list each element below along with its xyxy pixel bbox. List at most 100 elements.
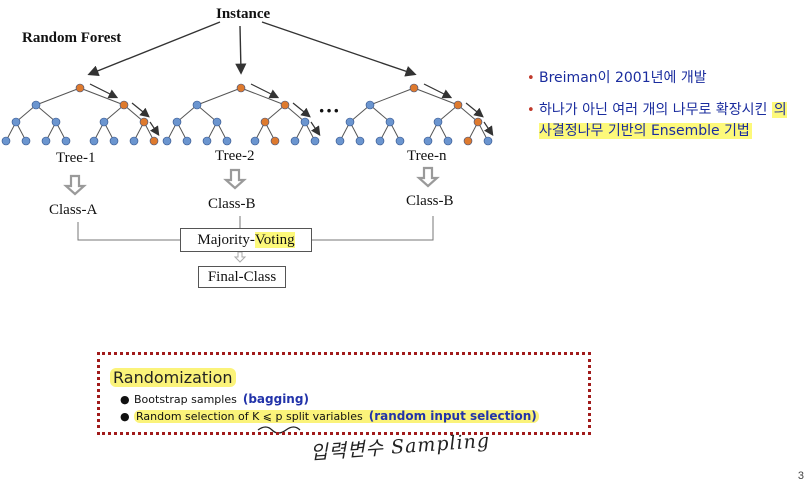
tree-edge	[413, 87, 459, 106]
tree-label: Tree-2	[215, 148, 255, 164]
tree-node	[119, 100, 129, 110]
tree-node	[409, 83, 419, 93]
tree-node	[172, 117, 182, 127]
tree-node	[109, 136, 119, 146]
instance-arrow	[261, 21, 417, 77]
tree-edge	[35, 87, 81, 106]
tree-node	[236, 83, 246, 93]
tree-node	[365, 100, 375, 110]
diagram-title: Random Forest	[22, 30, 122, 46]
tree-node	[61, 136, 71, 146]
tree-edge	[349, 104, 371, 123]
tree-node	[1, 136, 11, 146]
tree-node	[212, 117, 222, 127]
tree-edge	[103, 104, 125, 123]
class-label: Class-B	[406, 193, 454, 209]
class-label: Class-B	[208, 196, 256, 212]
bullet-dot: •	[527, 71, 535, 86]
tree-edge	[79, 87, 125, 106]
tree-edge	[284, 104, 306, 123]
connector-line	[77, 222, 180, 241]
path-arrow	[483, 121, 494, 136]
tree-node	[290, 136, 300, 146]
tree-node	[11, 117, 21, 127]
tree-edge	[240, 87, 286, 106]
tree-edge	[437, 104, 459, 123]
final-arrow	[233, 251, 247, 263]
tree-node	[385, 117, 395, 127]
tree-node	[21, 136, 31, 146]
tree-node	[129, 136, 139, 146]
tree-node	[310, 136, 320, 146]
tree-node	[149, 136, 159, 146]
path-arrow	[465, 102, 484, 118]
tree-edge	[196, 87, 242, 106]
randomization-item: ●Random selection of K ⩽ p split variabl…	[120, 409, 539, 423]
path-arrow	[149, 121, 160, 136]
ellipsis: ···	[318, 98, 341, 123]
instance-label: Instance	[216, 6, 271, 22]
bullet-text: 하나가 아닌 여러 개의 나무로 확장시킨	[539, 102, 772, 118]
bullet-item: • 하나가 아닌 여러 개의 나무로 확장시킨 의사결정나무 기반의 Ensem…	[527, 100, 789, 142]
tree-node	[335, 136, 345, 146]
tree-node	[162, 136, 172, 146]
tree-node	[355, 136, 365, 146]
item-note: (random input selection)	[368, 409, 537, 423]
randomization-box: Randomization ●Bootstrap samples(bagging…	[97, 352, 591, 435]
tree-node	[260, 117, 270, 127]
tree-edge	[369, 104, 391, 123]
tree-node	[202, 136, 212, 146]
tree-node	[182, 136, 192, 146]
down-arrow	[223, 168, 247, 190]
tree-node	[433, 117, 443, 127]
tree-node	[483, 136, 493, 146]
tree-node	[41, 136, 51, 146]
tree-edge	[35, 104, 57, 123]
item-text: Random selection of K ⩽ p split variable…	[136, 410, 363, 423]
item-text: Bootstrap samples	[134, 393, 237, 406]
bullet-text: Breiman이 2001년에 개발	[539, 70, 707, 86]
path-arrow	[310, 121, 321, 136]
tree-node	[99, 117, 109, 127]
bullet-dot: •	[527, 103, 535, 118]
tree-node	[31, 100, 41, 110]
instance-arrow	[235, 25, 247, 75]
path-arrow	[423, 83, 453, 99]
tree-node	[395, 136, 405, 146]
path-arrow	[292, 102, 311, 118]
tree-node	[453, 100, 463, 110]
tree-edge	[123, 104, 145, 123]
tree-node	[423, 136, 433, 146]
tree-node	[345, 117, 355, 127]
bullet-item: • Breiman이 2001년에 개발	[527, 68, 797, 89]
tree-node	[139, 117, 149, 127]
bullet-list: • Breiman이 2001년에 개발 • 하나가 아닌 여러 개의 나무로 …	[527, 68, 797, 153]
tree-node	[75, 83, 85, 93]
voting-highlight: Voting	[254, 232, 295, 248]
tree-node	[375, 136, 385, 146]
tree-node	[300, 117, 310, 127]
tree-label: Tree-1	[56, 150, 96, 166]
class-label: Class-A	[49, 202, 98, 218]
tree-node	[89, 136, 99, 146]
path-arrow	[89, 83, 119, 99]
tree-node	[222, 136, 232, 146]
instance-arrow	[87, 21, 221, 77]
down-arrow	[416, 166, 440, 188]
page-number: 3	[797, 470, 804, 482]
connector-line	[310, 216, 434, 241]
tree-node	[270, 136, 280, 146]
randomization-title: Randomization	[110, 368, 236, 387]
tree-node	[192, 100, 202, 110]
randomization-item: ●Bootstrap samples(bagging)	[120, 392, 309, 406]
tree-node	[443, 136, 453, 146]
voting-prefix: Majority-	[197, 232, 255, 248]
tree-edge	[457, 104, 479, 123]
path-arrow	[131, 102, 150, 118]
tree-node	[51, 117, 61, 127]
item-note: (bagging)	[242, 392, 309, 406]
tree-node	[250, 136, 260, 146]
tree-edge	[15, 104, 37, 123]
